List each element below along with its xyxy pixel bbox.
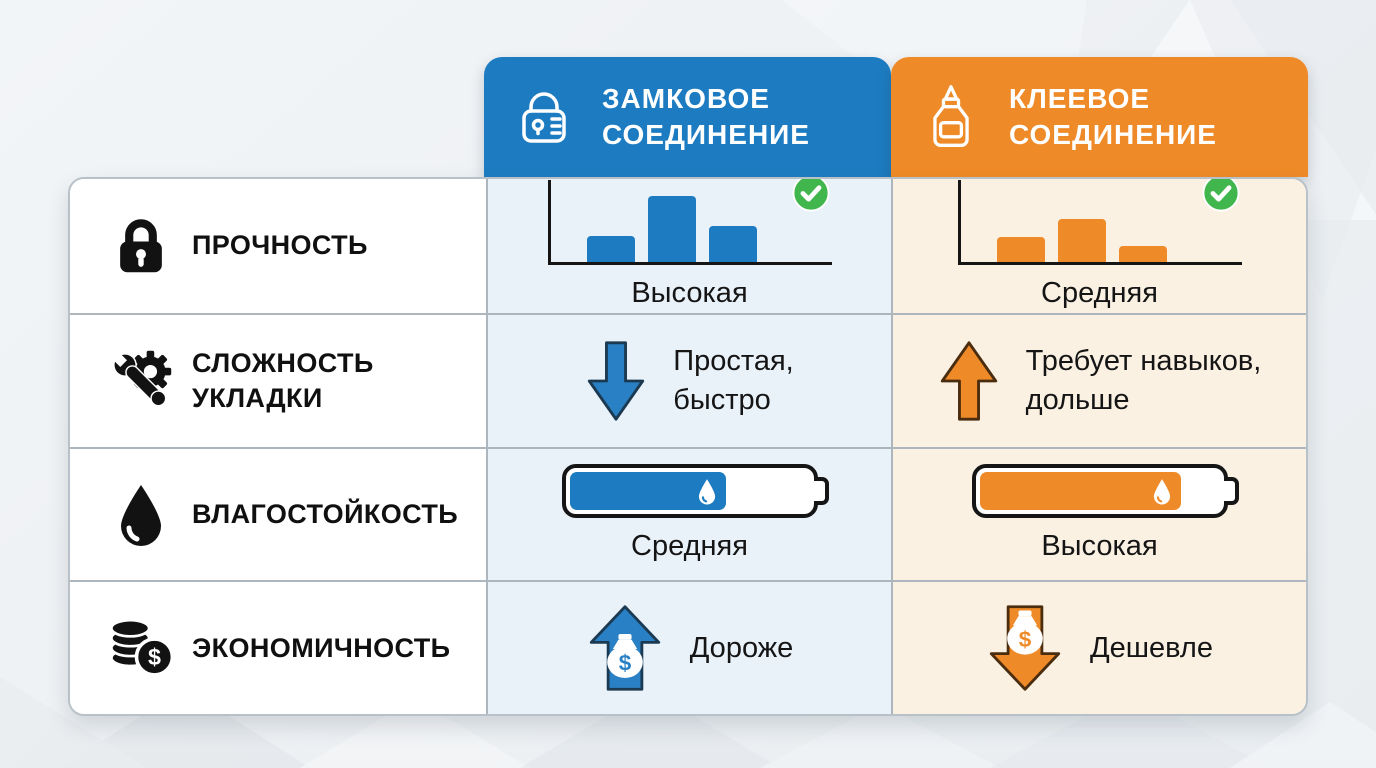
glue-joint-title-line1: КЛЕЕВОЕ bbox=[1009, 82, 1151, 114]
row-economy-label: ЭКОНОМИЧНОСТЬ bbox=[192, 632, 451, 663]
bar bbox=[708, 225, 757, 262]
strength-glue-cell: Средняя bbox=[891, 179, 1306, 313]
padlock-outline-icon bbox=[510, 84, 578, 150]
money-bag-arrow-up-icon: $ bbox=[589, 605, 660, 691]
comparison-table: ПРОЧНОСТЬ Высокая bbox=[68, 177, 1308, 716]
droplet-icon bbox=[1153, 479, 1171, 505]
economy-lock-cell: $ Дороже bbox=[486, 580, 891, 714]
installation-glue-cell: Требует навыков, дольше bbox=[891, 312, 1306, 447]
economy-glue-cell: $ Дешевле bbox=[891, 580, 1306, 714]
money-bag-arrow-down-icon: $ bbox=[989, 605, 1061, 691]
installation-lock-text: Простая, быстро bbox=[673, 345, 794, 416]
glue-joint-title-line2: СОЕДИНЕНИЕ bbox=[1009, 119, 1217, 150]
installation-lock-cell: Простая, быстро bbox=[486, 312, 891, 447]
moisture-lock-gauge bbox=[561, 463, 818, 518]
strength-lock-bar-chart bbox=[547, 179, 832, 265]
check-badge-icon bbox=[791, 179, 830, 212]
lock-joint-title-line2: СОЕДИНЕНИЕ bbox=[602, 119, 810, 150]
row-economy-label-cell: $ ЭКОНОМИЧНОСТЬ bbox=[70, 580, 486, 714]
arrow-up-icon bbox=[940, 341, 997, 421]
svg-text:$: $ bbox=[1019, 627, 1032, 652]
droplet-icon bbox=[698, 479, 715, 505]
bar bbox=[1118, 245, 1167, 262]
strength-glue-caption: Средняя bbox=[1041, 276, 1158, 309]
arrow-down-icon bbox=[588, 341, 645, 421]
strength-lock-caption: Высокая bbox=[631, 276, 748, 309]
moisture-lock-cell: Средняя bbox=[486, 446, 891, 581]
lock-joint-header: ЗАМКОВОЕ СОЕДИНЕНИЕ bbox=[484, 57, 891, 177]
moisture-glue-gauge bbox=[971, 463, 1228, 518]
droplet-icon bbox=[106, 482, 176, 547]
row-moisture-label: ВЛАГОСТОЙКОСТЬ bbox=[192, 498, 459, 529]
bar bbox=[1057, 218, 1106, 262]
glue-bottle-icon bbox=[917, 83, 985, 151]
svg-text:$: $ bbox=[618, 651, 631, 676]
installation-glue-text: Требует навыков, дольше bbox=[1025, 345, 1262, 416]
gauge-fill bbox=[979, 471, 1182, 510]
row-moisture-label-cell: ВЛАГОСТОЙКОСТЬ bbox=[70, 446, 486, 581]
moisture-glue-caption: Высокая bbox=[1041, 529, 1158, 562]
bar bbox=[586, 235, 635, 262]
strength-glue-bar-chart bbox=[957, 179, 1242, 265]
row-strength-label: ПРОЧНОСТЬ bbox=[192, 230, 368, 261]
row-strength-label-cell: ПРОЧНОСТЬ bbox=[70, 179, 486, 313]
wrench-gear-icon bbox=[106, 347, 176, 415]
glue-joint-header: КЛЕЕВОЕ СОЕДИНЕНИЕ bbox=[891, 57, 1308, 177]
glue-joint-title: КЛЕЕВОЕ СОЕДИНЕНИЕ bbox=[1009, 81, 1217, 154]
lock-icon bbox=[106, 214, 176, 278]
lock-joint-title-line1: ЗАМКОВОЕ bbox=[602, 82, 770, 114]
gauge-fill bbox=[569, 471, 726, 510]
row-installation-label-cell: СЛОЖНОСТЬ УКЛАДКИ bbox=[70, 312, 486, 447]
lock-joint-title: ЗАМКОВОЕ СОЕДИНЕНИЕ bbox=[602, 81, 810, 154]
bar bbox=[647, 195, 696, 262]
moisture-lock-caption: Средняя bbox=[631, 529, 748, 562]
coins-icon: $ bbox=[106, 617, 176, 679]
row-installation-label: СЛОЖНОСТЬ УКЛАДКИ bbox=[192, 347, 374, 413]
bar bbox=[996, 236, 1045, 262]
strength-lock-cell: Высокая bbox=[486, 179, 891, 313]
svg-text:$: $ bbox=[148, 644, 161, 670]
economy-lock-text: Дороже bbox=[689, 631, 794, 664]
moisture-glue-cell: Высокая bbox=[891, 446, 1306, 581]
check-badge-icon bbox=[1201, 179, 1240, 212]
economy-glue-text: Дешевле bbox=[1090, 631, 1213, 664]
